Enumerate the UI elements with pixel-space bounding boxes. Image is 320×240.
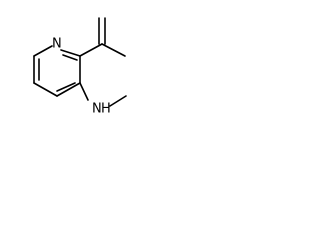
ring-nitrogen-label: N: [52, 37, 62, 52]
bond-ring-to-amine-n: [79, 82, 89, 101]
bond-amine-n-to-methyl: [109, 95, 127, 107]
bond-ring-c6-to-n: [33, 45, 53, 57]
bond-carbonyl-to-methyl: [101, 43, 126, 57]
bond-ring-c4-to-c5: [33, 82, 58, 97]
amine-nitrogen-label: N: [92, 102, 102, 117]
bond-ring-n-to-c2: [60, 49, 81, 57]
amine-hydrogen-label: H: [101, 102, 111, 117]
bond-ring-to-carbonyl: [79, 43, 103, 57]
bond-ring-c3-to-c4: [56, 82, 81, 97]
bond-ring-c3-to-c4-inner: [56, 82, 76, 92]
chemical-structure: N N H: [33, 17, 127, 117]
bond-ring-n-to-c2-inner: [62, 54, 78, 61]
